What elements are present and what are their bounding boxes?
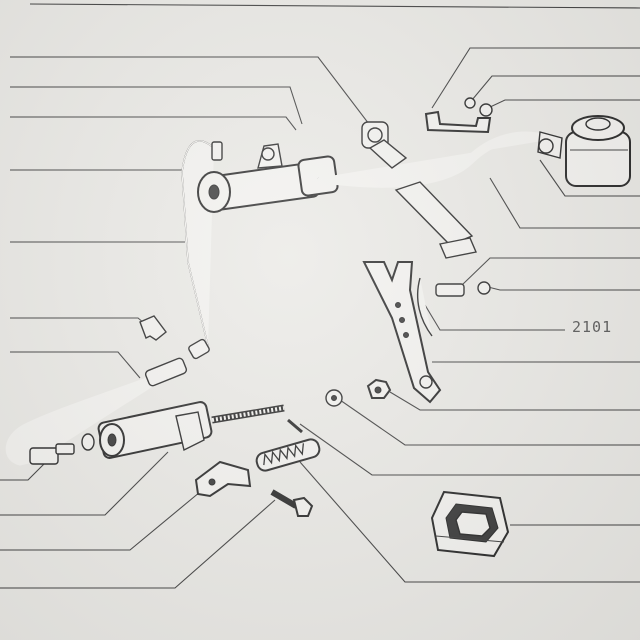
leader-line-push-rod [461,257,640,286]
rubber-dust-boot [430,490,510,558]
mounting-bolt [270,489,314,517]
slave-cylinder [81,401,213,459]
leader-line-nut [10,86,303,125]
leader-line-bolt [0,499,276,589]
fluid-reservoir [537,115,631,187]
leader-line-circlip [483,285,640,291]
leader-line-pedal-pivot [10,56,373,129]
reference-number: 2101 [572,318,613,336]
return-spring [255,438,321,472]
leader-line-reservoir-pipe [489,177,640,229]
leader-line-fork [421,299,565,331]
leader-lines [0,47,640,589]
release-fork [362,261,442,404]
leader-line-reservoir [539,159,640,197]
leader-line-nut-mid [389,391,640,411]
leader-line-bracket-top [431,47,640,109]
leader-line-pin [299,423,640,476]
master-cylinder [197,141,339,213]
leader-line-bracket [0,491,201,551]
reservoir-bracket [424,97,493,134]
leader-line-washer-mid [339,399,640,446]
leader-line-washer-top [487,99,640,109]
flexible-hose [5,338,210,466]
leader-line-banjo [0,457,51,481]
mounting-bracket [194,460,252,498]
pipe-clip [139,315,167,341]
top-rule [29,3,640,9]
leader-line-slave-cylinder [0,451,169,516]
leader-line-hose [10,351,141,379]
push-rod-end [435,281,491,297]
threaded-push-rod [211,404,285,424]
leader-line-spring [299,461,640,583]
clutch-pedal [361,121,477,259]
leader-line-nut-top [471,75,640,101]
leader-line-washer [10,116,297,131]
clevis-pin [287,418,303,434]
leader-line-clip [10,317,151,329]
